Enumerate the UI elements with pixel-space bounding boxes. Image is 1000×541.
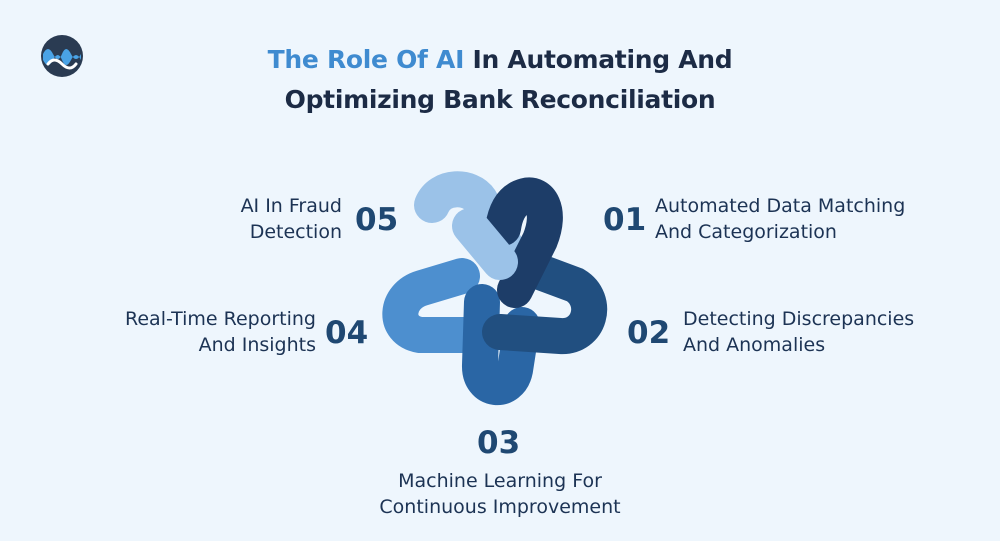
item-05-number: 05 <box>355 202 399 238</box>
arm-01 <box>485 177 563 308</box>
item-04-label-line2: And Insights <box>198 334 316 356</box>
item-04-label: Real-Time Reporting And Insights <box>125 306 316 358</box>
title-highlight: The Role Of AI <box>267 45 465 74</box>
item-02-number: 02 <box>627 315 671 351</box>
item-01-label-line2: And Categorization <box>655 221 837 243</box>
brand-logo-icon <box>41 35 83 77</box>
item-03-number: 03 <box>477 425 521 461</box>
item-02-label-line1: Detecting Discrepancies <box>683 308 915 330</box>
page-title: The Role Of AI In Automating And Optimiz… <box>0 40 1000 120</box>
arm-05-overlap <box>452 208 518 280</box>
arm-03 <box>462 284 540 405</box>
item-01-number: 01 <box>603 202 647 238</box>
item-04-number: 04 <box>325 315 369 351</box>
arm-04 <box>382 258 498 353</box>
item-05-label-line1: AI In Fraud <box>240 195 342 217</box>
item-05-label: AI In Fraud Detection <box>241 193 342 245</box>
item-03-label-line1: Machine Learning For <box>398 470 602 492</box>
item-04-label-line1: Real-Time Reporting <box>125 308 316 330</box>
item-03-label-line2: Continuous Improvement <box>379 496 621 518</box>
item-05-label-line2: Detection <box>249 221 342 243</box>
item-01-label-line1: Automated Data Matching <box>655 195 906 217</box>
arm-05 <box>414 171 536 286</box>
item-01-label: Automated Data Matching And Categorizati… <box>655 193 905 245</box>
item-02-label-line2: And Anomalies <box>683 334 826 356</box>
item-03-label: Machine Learning For Continuous Improvem… <box>300 468 700 520</box>
title-line1-rest: In Automating And <box>464 45 733 74</box>
title-line2: Optimizing Bank Reconciliation <box>284 85 716 114</box>
item-02-label: Detecting Discrepancies And Anomalies <box>683 306 914 358</box>
arm-02 <box>482 254 608 354</box>
